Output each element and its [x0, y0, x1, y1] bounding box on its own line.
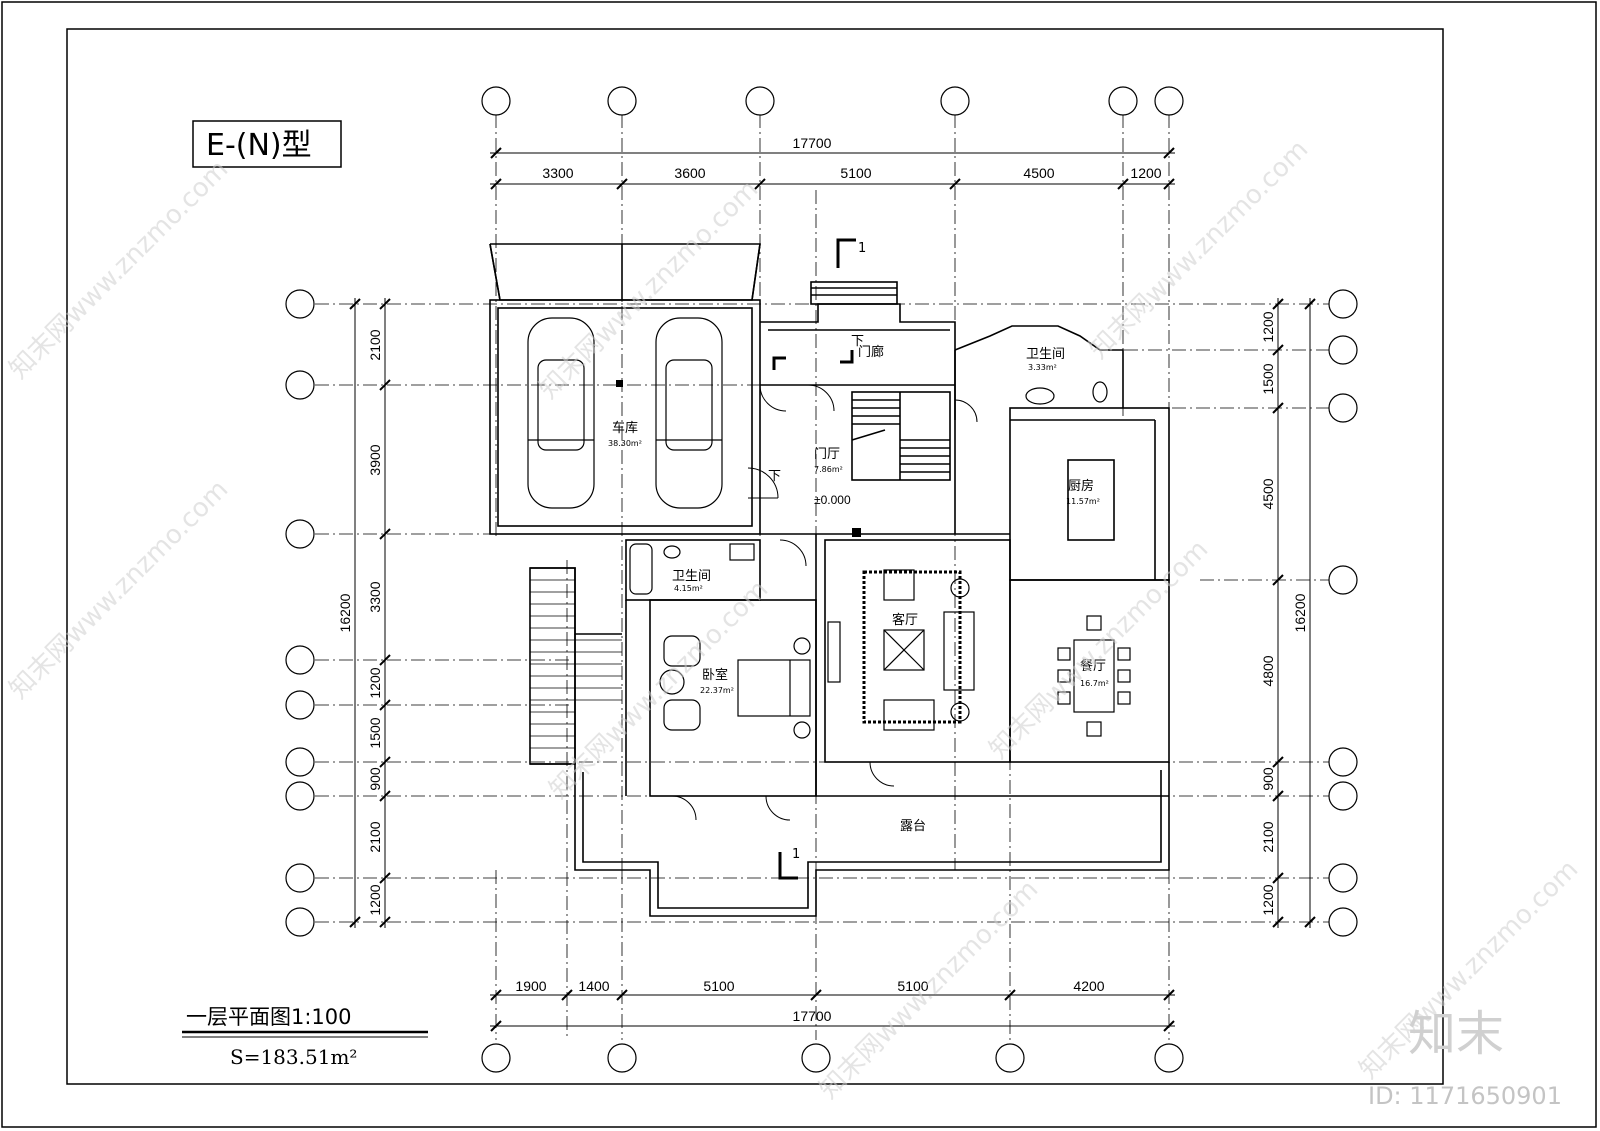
dim-bottom-2: 1400	[578, 978, 609, 994]
column-marker	[616, 380, 623, 387]
dimension-lines	[354, 152, 1311, 1027]
watermarks: 知末网www.znzmo.com 知末网www.znzmo.com 知末网www…	[4, 134, 1585, 1105]
type-label: E-(N)型	[206, 128, 312, 163]
watermark-3: 知末网www.znzmo.com	[1084, 134, 1315, 365]
room-garage: 车库	[612, 420, 638, 436]
dim-left-1: 2100	[367, 329, 383, 360]
watermark-2: 知末网www.znzmo.com	[534, 174, 765, 405]
room-hall-area: 7.86m²	[814, 465, 843, 474]
dim-right-1: 1200	[1260, 311, 1276, 342]
garage-cars	[527, 317, 723, 509]
dim-top-total: 17700	[793, 135, 832, 151]
watermark-5: 知末网www.znzmo.com	[544, 574, 775, 805]
room-dining: 餐厅	[1080, 658, 1106, 674]
plan-title: 一层平面图1:100	[186, 1005, 352, 1029]
room-living: 客厅	[892, 612, 918, 628]
section-label-top: 1	[858, 241, 866, 256]
dim-bottom-1: 1900	[515, 978, 546, 994]
section-marks	[772, 238, 856, 880]
dim-right-2: 1500	[1260, 363, 1276, 394]
room-bedroom: 卧室	[702, 667, 728, 683]
dim-left-6: 900	[367, 767, 383, 791]
dim-top-2: 3600	[674, 165, 705, 181]
walls	[489, 243, 1170, 917]
dim-bottom-total: 17700	[793, 1008, 832, 1024]
dim-left-4: 1200	[367, 667, 383, 698]
bedroom-furniture	[659, 635, 811, 739]
room-bedroom-area: 22.37m²	[700, 686, 734, 695]
watermark-1: 知末网www.znzmo.com	[4, 154, 235, 385]
dim-right-4: 4800	[1260, 655, 1276, 686]
dim-left-total: 16200	[337, 593, 353, 632]
left-stair-treads	[530, 579, 622, 749]
dim-right-total: 16200	[1292, 593, 1308, 632]
room-hall-down: 下	[768, 469, 781, 484]
dim-left-group: 16200 2100 3900 3300 1200 1500 900 2100 …	[337, 329, 383, 915]
dim-right-6: 2100	[1260, 821, 1276, 852]
dim-left-5: 1500	[367, 717, 383, 748]
dim-left-2: 3900	[367, 444, 383, 475]
room-wc-upper-area: 3.33m²	[1028, 363, 1057, 372]
dim-bottom-4: 5100	[897, 978, 928, 994]
room-wc-lower-area: 4.15m²	[674, 584, 703, 593]
dim-left-3: 3300	[367, 581, 383, 612]
room-wc-upper: 卫生间	[1026, 347, 1065, 362]
column-marker-2	[852, 528, 861, 537]
dim-top-3: 5100	[840, 165, 871, 181]
room-terrace: 露台	[900, 819, 926, 834]
dim-right-3: 4500	[1260, 478, 1276, 509]
dim-bottom-3: 5100	[703, 978, 734, 994]
dim-left-7: 2100	[367, 821, 383, 852]
dim-left-8: 1200	[367, 884, 383, 915]
room-porch-down: 下	[851, 334, 864, 349]
watermark-6: 知末网www.znzmo.com	[984, 534, 1215, 765]
dimension-ticks	[349, 147, 1316, 1032]
room-hall: 门厅	[814, 447, 840, 462]
dim-right-7: 1200	[1260, 884, 1276, 915]
dim-top-4: 4500	[1023, 165, 1054, 181]
living-furniture	[827, 569, 975, 731]
room-wc-lower: 卫生间	[672, 569, 711, 584]
doors	[671, 384, 978, 821]
dim-top-5: 1200	[1130, 165, 1161, 181]
section-label-bottom: 1	[792, 847, 800, 862]
dim-right-group: 1200 1500 4500 4800 900 2100 1200 16200	[1260, 311, 1308, 915]
room-porch: 门廊	[858, 344, 884, 360]
plan-area: S=183.51m²	[230, 1045, 357, 1069]
dining-furniture	[1057, 615, 1131, 737]
dim-bottom-5: 4200	[1073, 978, 1104, 994]
type-label-box	[192, 120, 342, 168]
watermark-4: 知末网www.znzmo.com	[4, 474, 235, 705]
dim-right-5: 900	[1260, 767, 1276, 791]
room-elevation: ±0.000	[814, 493, 851, 507]
room-dining-area: 16.7m²	[1080, 679, 1109, 688]
room-kitchen-area: 11.57m²	[1066, 497, 1100, 506]
watermark-logo: 知末	[1408, 1006, 1504, 1062]
room-garage-area: 38.30m²	[608, 439, 642, 448]
inner-frame	[66, 28, 1444, 1085]
axis-bubbles	[285, 86, 1358, 1073]
watermark-id: ID: 1171650901	[1368, 1082, 1562, 1110]
dim-top-1: 3300	[542, 165, 573, 181]
wc-fixtures	[629, 381, 1108, 595]
room-kitchen: 厨房	[1068, 478, 1094, 494]
